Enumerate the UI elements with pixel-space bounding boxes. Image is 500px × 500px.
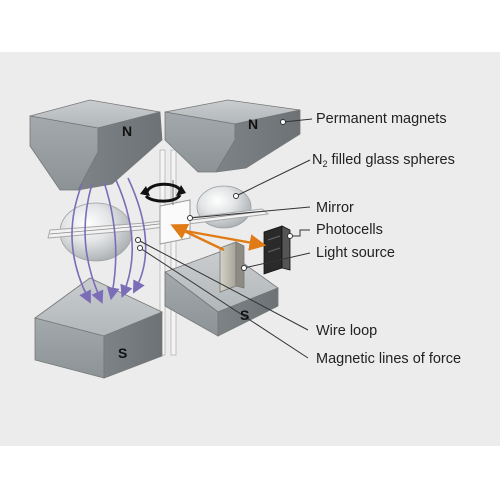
photocells [263,225,291,275]
rotation-arrow-icon [140,182,186,203]
pole-south-left: S [118,345,128,361]
label-photocells: Photocells [316,222,383,238]
pole-south-right: S [240,307,250,323]
pole-north-left: N [122,123,133,139]
light-source [219,241,245,293]
light-beam [170,224,267,252]
label-mirror: Mirror [316,200,354,216]
leader-lines [135,118,313,359]
label-wire-loop: Wire loop [316,323,378,339]
magnet-north-left [29,99,163,191]
label-n2-prefix: N [312,152,323,168]
magnet-north-right [164,99,301,173]
magnetic-field-lines [71,177,147,304]
label-magnetic-lines: Magnetic lines of force [316,351,462,367]
magnet-south-left [34,277,163,379]
label-permanent-magnets: Permanent magnets [316,111,447,127]
pole-north-right: N [248,116,259,132]
label-n2-subscript: 2 [322,159,328,169]
label-n2-suffix: filled glass spheres [327,152,455,168]
label-n2-glass-spheres: N2 filled glass spheres [312,152,455,169]
label-light-source: Light source [316,245,395,261]
